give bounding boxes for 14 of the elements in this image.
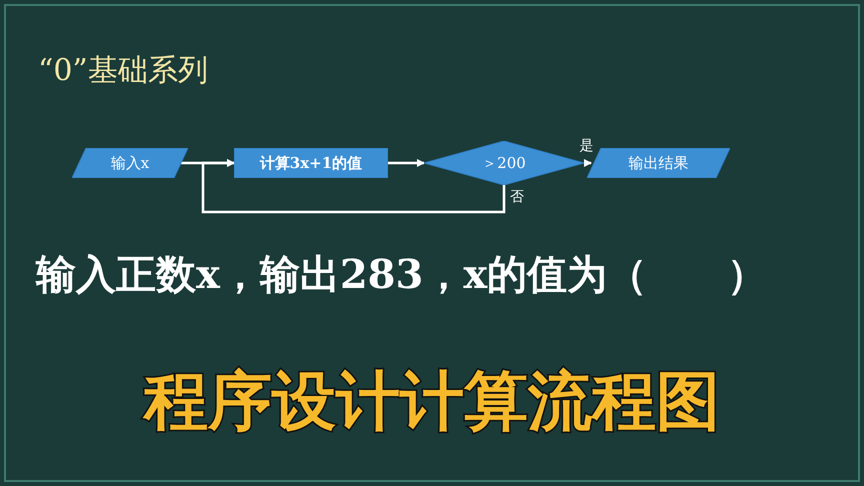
node-label: 输入x <box>110 154 150 172</box>
question-text: 输入正数x，输出283，x的值为（ ） <box>36 250 768 300</box>
node-label: ＞200 <box>482 154 526 172</box>
edge-label: 是 <box>580 137 594 155</box>
io-parallelogram <box>72 148 188 178</box>
node-label: 输出结果 <box>628 154 688 172</box>
arrow <box>584 159 592 167</box>
process-box <box>234 148 388 178</box>
arrow <box>388 159 425 167</box>
series-title: “0”基础系列 <box>38 52 208 90</box>
banner-title: 程序设计计算流程图 <box>142 364 721 441</box>
arrow <box>202 159 506 214</box>
node-label: 计算3x+1的值 <box>260 154 362 172</box>
edge-label: 否 <box>510 188 524 206</box>
